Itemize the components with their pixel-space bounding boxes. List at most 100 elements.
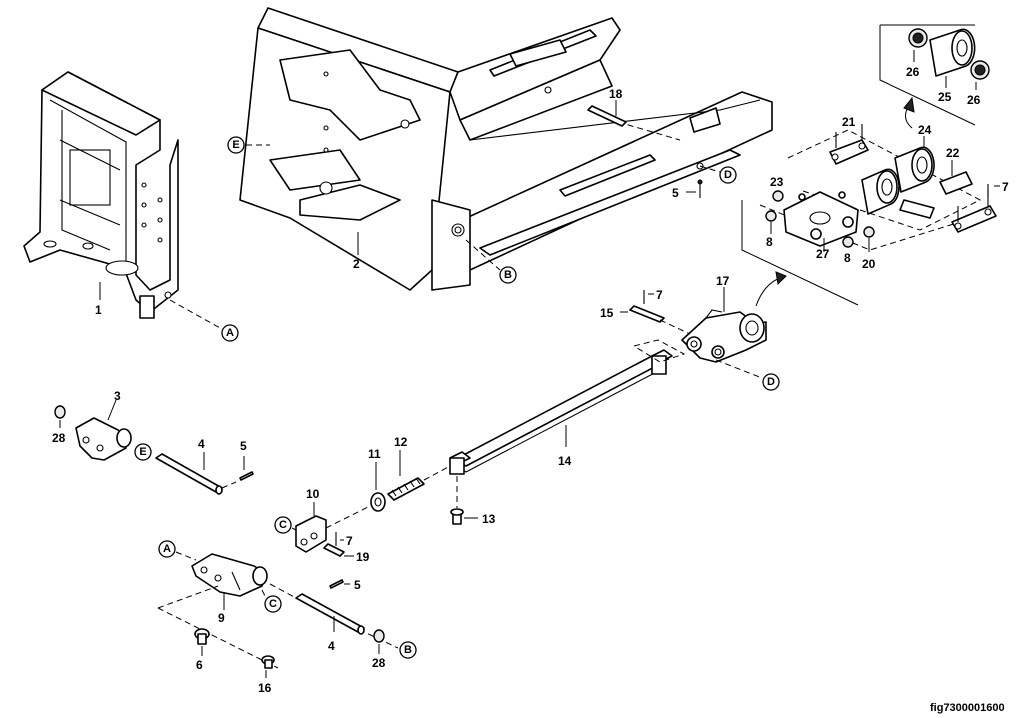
svg-text:B: B [504,269,512,281]
svg-text:7: 7 [346,534,353,548]
svg-text:A: A [163,543,171,555]
svg-text:15: 15 [600,306,614,320]
svg-text:10: 10 [306,487,320,501]
svg-text:5: 5 [354,578,361,592]
pin-part-19: 19 [323,543,370,564]
figure-id: fig7300001600 [930,702,1005,714]
svg-text:5: 5 [672,186,679,200]
pin-part-4-lower: 4 [295,593,365,653]
svg-text:E: E [139,446,146,458]
nut-part-28-lower: 28 [372,629,386,670]
svg-text:5: 5 [240,439,247,453]
nut-part-23: 23 [770,175,784,202]
connector-E-bracket: E [134,443,152,461]
arrow-icon-roller [903,96,915,129]
svg-text:A: A [226,327,234,339]
bearing-part-26-left: 26 [906,28,928,79]
link-plate-part-21: 21 [829,115,869,165]
svg-text:19: 19 [356,550,370,564]
pin-part-15: 15 [600,305,691,335]
svg-text:23: 23 [770,175,784,189]
svg-text:12: 12 [394,435,408,449]
bracket-part-3: 3 [75,389,132,461]
nut-part-11: 11 [368,447,386,512]
connector-D-assembly: D [715,359,780,391]
connector-E-chassis: E [227,136,270,154]
svg-text:25: 25 [938,90,952,104]
pin-part-5-upper: 5 [221,439,254,489]
svg-text:D: D [724,169,732,181]
svg-text:1: 1 [95,303,102,317]
svg-text:4: 4 [328,639,335,653]
svg-text:8: 8 [844,251,851,265]
connector-A-frame: A [169,299,239,342]
svg-text:24: 24 [918,123,932,137]
svg-text:16: 16 [258,681,272,695]
svg-text:9: 9 [218,611,225,625]
roller-kit-frame [741,24,976,306]
svg-text:17: 17 [716,274,730,288]
svg-text:20: 20 [862,257,876,271]
carrier-part-27: 27 [783,191,859,261]
svg-text:22: 22 [946,146,960,160]
connector-B-chassis: B [465,239,517,284]
pin-part-18: 18 [587,87,681,141]
bearing-part-26-right: 26 [967,60,990,107]
roller-lower [861,168,900,215]
svg-text:E: E [232,139,239,151]
roller-part-25: 25 [929,28,976,104]
spring-part-12: 12 [387,435,451,501]
frame-part-1 [23,71,179,319]
svg-text:D: D [767,376,775,388]
svg-text:14: 14 [558,454,572,468]
svg-text:28: 28 [372,656,386,670]
connector-B-lower: B [399,641,417,659]
arrow-icon-assembly [755,271,787,307]
svg-text:8: 8 [766,235,773,249]
nut-part-8-left: 8 [765,210,777,249]
svg-text:2: 2 [353,257,360,271]
svg-text:18: 18 [609,87,623,101]
dashed-outline-top-assembly [759,129,982,251]
connector-C-clevis: C [274,516,297,534]
lift-assembly-part-17: 17 [681,274,767,363]
svg-text:7: 7 [1002,180,1009,194]
pin-part-5-chassis: 5 [672,179,703,200]
bolt-part-16: 16 [258,655,275,695]
svg-text:13: 13 [482,512,496,526]
connector-C-bracket: C [261,589,282,613]
svg-text:C: C [269,598,277,610]
svg-text:4: 4 [198,437,205,451]
svg-text:21: 21 [842,115,856,129]
bracket-part-9: 9 [191,553,268,625]
axle-lower [899,199,935,219]
pin-part-7-top: 7 [987,180,1009,198]
pin-part-5-lower: 5 [329,578,361,592]
label-part-1: 1 [95,282,102,317]
nut-part-28-upper: 28 [52,405,66,445]
svg-text:7: 7 [656,288,663,302]
pin-part-7-clevis: 7 [335,532,353,548]
svg-text:26: 26 [906,65,920,79]
axle-part-22: 22 [939,146,973,195]
svg-text:27: 27 [816,247,830,261]
svg-text:3: 3 [114,389,121,403]
svg-text:26: 26 [967,93,981,107]
svg-text:11: 11 [368,447,381,461]
connector-A-bracket: A [158,540,197,561]
svg-text:6: 6 [196,658,203,672]
bolt-part-6: 6 [194,628,210,672]
connector-D-chassis: D [699,165,737,184]
fork-chassis-part-2 [239,7,773,291]
pin-part-4-upper: 4 [155,437,223,495]
nut-part-8-right: 8 [842,236,854,265]
pin-part-7-assembly: 7 [643,288,663,304]
clevis-part-10: 10 [295,487,371,553]
roller-part-24: 24 [894,123,935,193]
svg-text:C: C [279,519,287,531]
svg-text:28: 28 [52,431,66,445]
svg-text:B: B [404,644,412,656]
push-rod-part-14: 14 [449,339,686,475]
screw-part-13: 13 [450,476,496,526]
